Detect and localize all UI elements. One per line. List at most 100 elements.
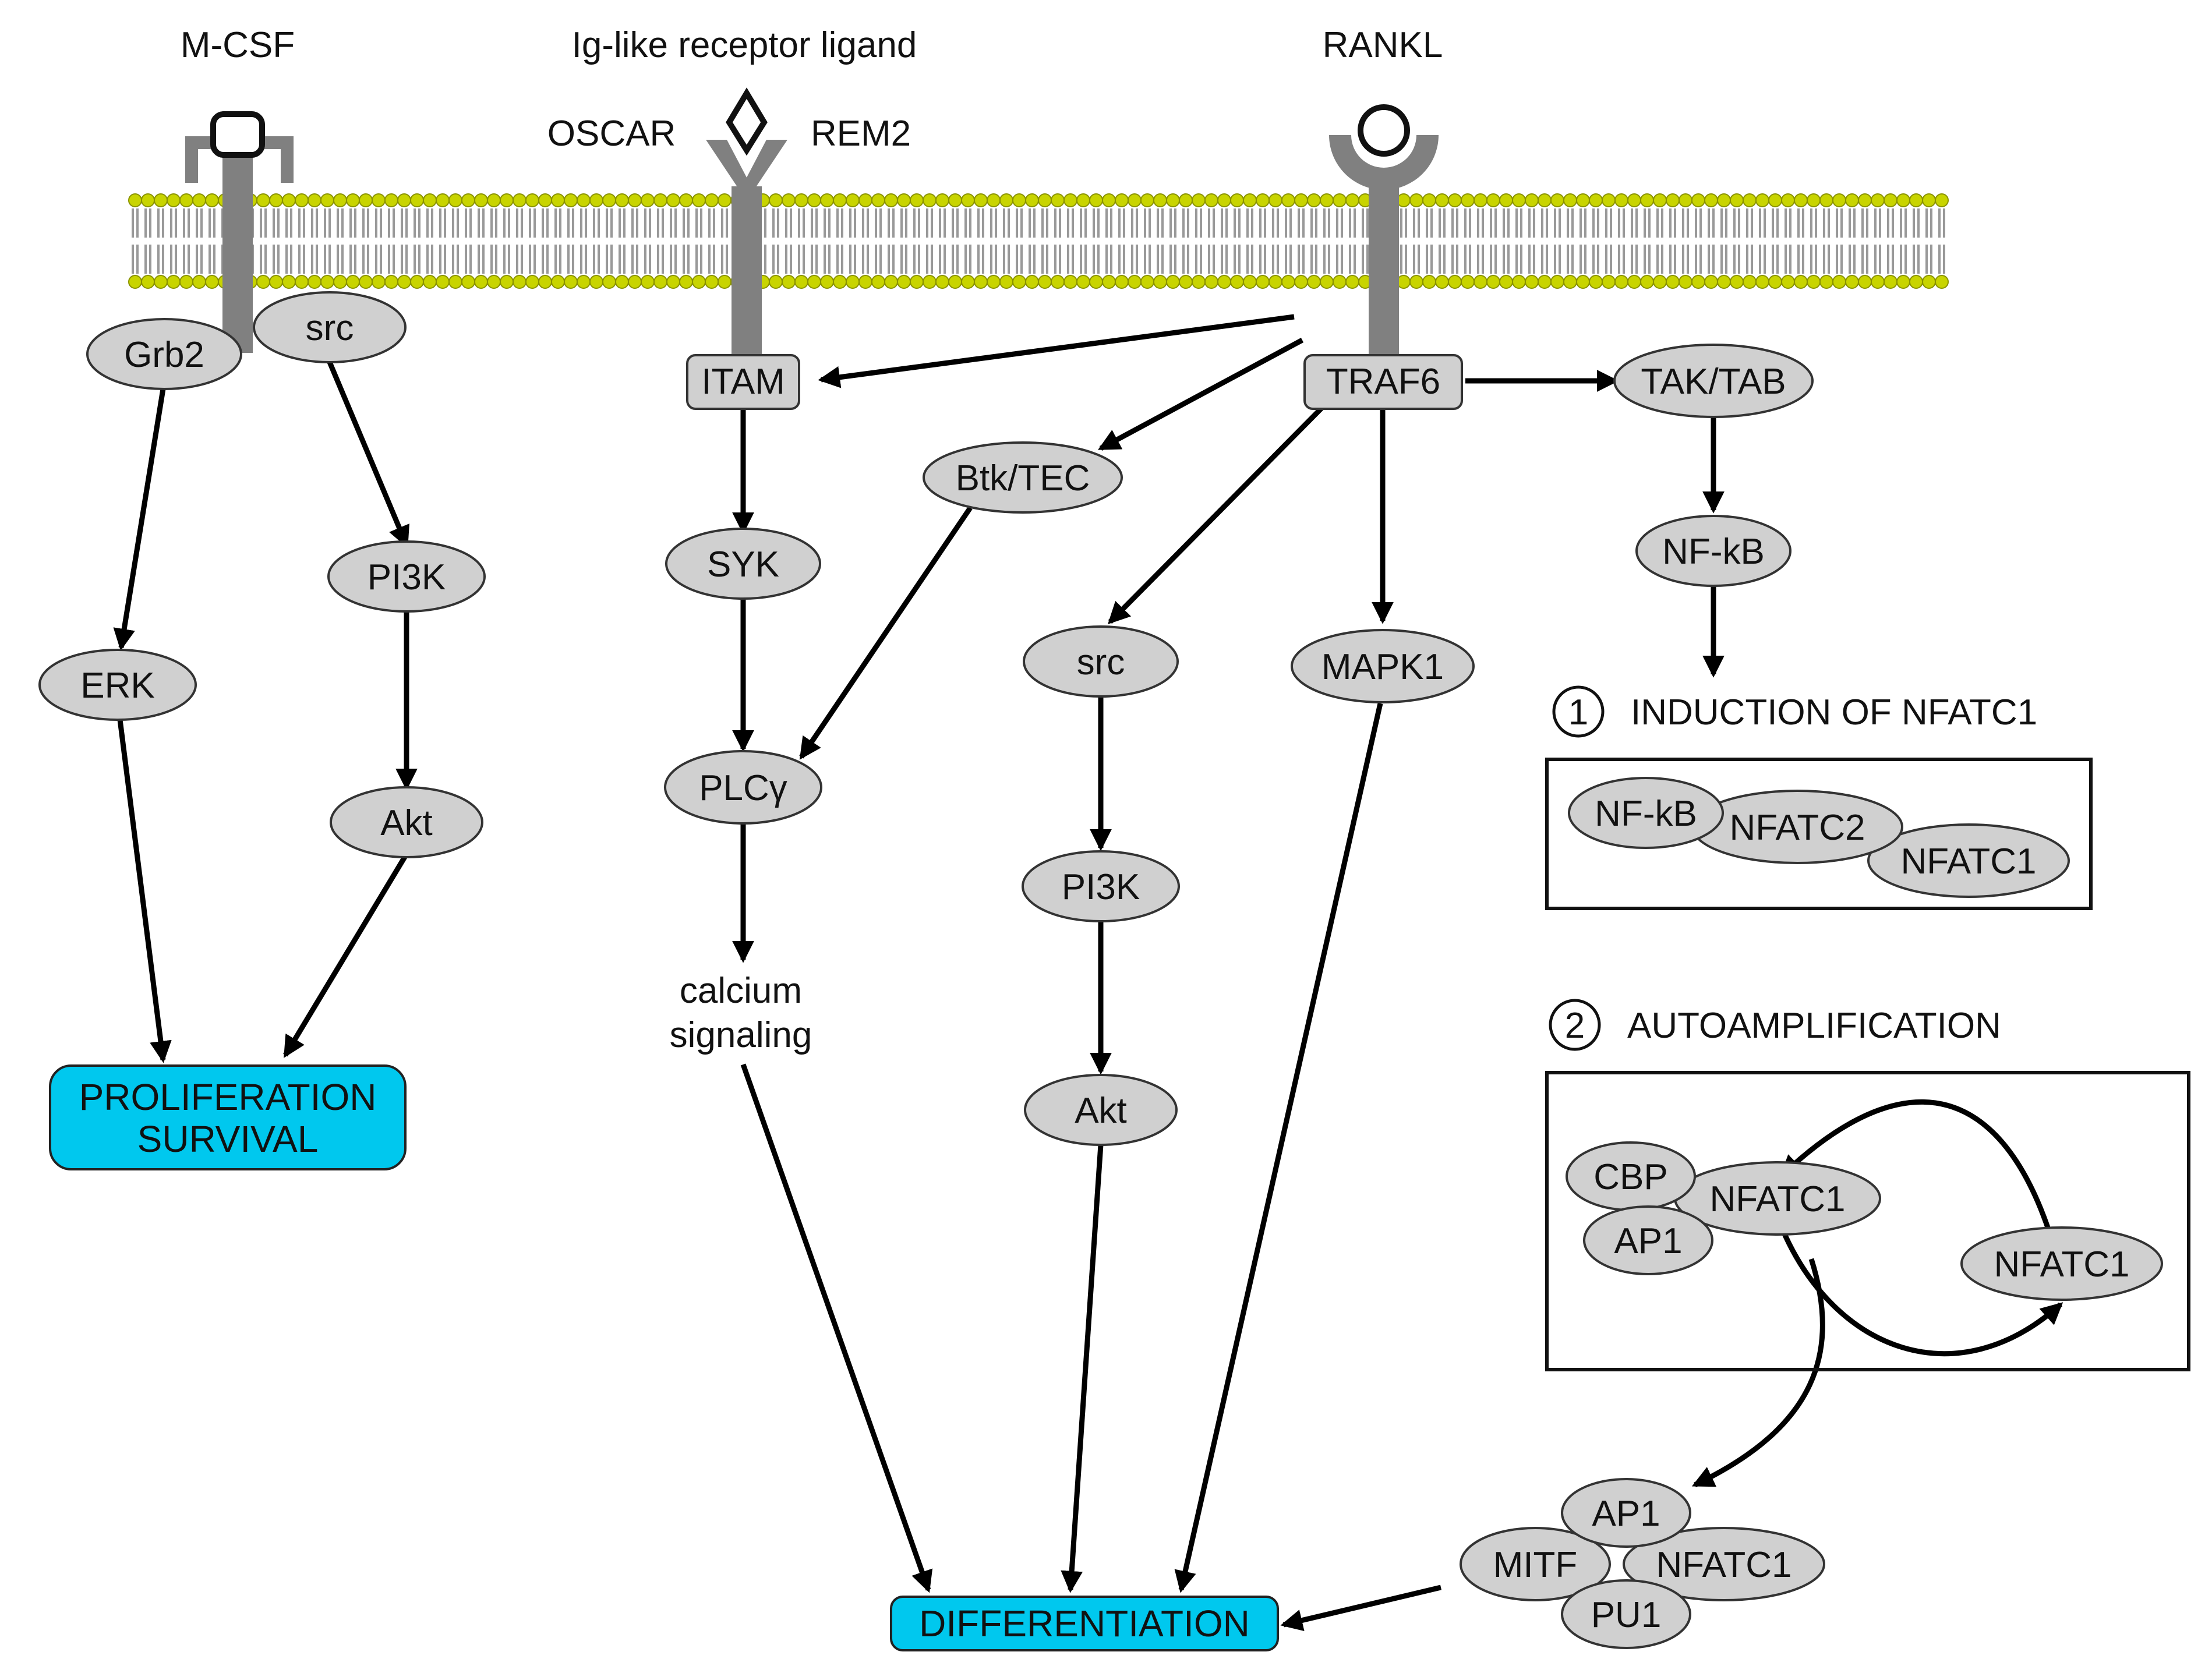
lipid-head bbox=[1666, 193, 1680, 207]
lipid-head bbox=[1832, 275, 1846, 289]
lipid-head bbox=[1025, 193, 1039, 207]
lipid-head bbox=[1550, 275, 1564, 289]
lipid-head bbox=[513, 275, 527, 289]
lipid-head bbox=[1230, 193, 1244, 207]
mcsf-label: M-CSF bbox=[181, 25, 295, 65]
box1-nfkb-label: NF-kB bbox=[1595, 794, 1697, 834]
edge-complex-differentiation bbox=[1280, 1584, 1442, 1631]
node-grb2-label: Grb2 bbox=[124, 335, 204, 375]
node-src-left-label: src bbox=[306, 308, 354, 348]
lipid-head bbox=[1768, 275, 1782, 289]
edge-src-pi3k bbox=[327, 361, 409, 549]
lipid-head bbox=[1345, 193, 1359, 207]
rem2-label: REM2 bbox=[811, 114, 911, 154]
ig-ligand-diamond-shape bbox=[726, 87, 768, 156]
lipid-head bbox=[705, 193, 719, 207]
lipid-head bbox=[128, 275, 142, 289]
node-nfkb-label: NF-kB bbox=[1662, 532, 1765, 572]
lipid-head bbox=[666, 275, 680, 289]
node-syk bbox=[665, 528, 821, 600]
lipid-head bbox=[141, 275, 155, 289]
node-akt-mid-label: Akt bbox=[1075, 1091, 1127, 1131]
outcome-differentiation bbox=[890, 1596, 1279, 1651]
node-btk-tec bbox=[923, 441, 1123, 514]
lipid-head bbox=[1627, 275, 1641, 289]
lipid-head bbox=[500, 193, 514, 207]
lipid-head bbox=[769, 275, 783, 289]
lipid-head bbox=[346, 193, 360, 207]
lipid-head bbox=[1115, 193, 1129, 207]
lipid-head bbox=[1461, 275, 1475, 289]
node-grb2 bbox=[86, 318, 242, 390]
lipid-head bbox=[1307, 193, 1321, 207]
lipid-head bbox=[1435, 275, 1449, 289]
lipid-head bbox=[551, 275, 565, 289]
node-itam bbox=[686, 354, 800, 410]
lipid-head bbox=[1179, 193, 1193, 207]
box2-title: AUTOAMPLIFICATION bbox=[1627, 1006, 2001, 1046]
box1-number: 1 bbox=[1568, 692, 1588, 733]
lipid-head bbox=[1538, 275, 1552, 289]
box1-nfkb bbox=[1568, 777, 1724, 849]
node-plcg-label: PLCγ bbox=[699, 768, 787, 808]
lipid-head bbox=[487, 275, 501, 289]
lipid-head bbox=[1192, 275, 1206, 289]
box2-nfatc1-main-label: NFATC1 bbox=[1709, 1179, 1845, 1219]
lipid-head bbox=[282, 275, 296, 289]
box2-ap1-label: AP1 bbox=[1614, 1221, 1682, 1261]
box1-nfatc2-label: NFATC2 bbox=[1729, 808, 1865, 848]
lipid-head bbox=[525, 193, 539, 207]
box1-nfatc1-label: NFATC1 bbox=[1900, 841, 2036, 882]
lipid-head bbox=[1512, 193, 1526, 207]
lipid-head bbox=[1935, 275, 1949, 289]
lipid-head bbox=[448, 275, 462, 289]
lipid-head bbox=[1768, 193, 1782, 207]
lipid-head bbox=[1525, 275, 1539, 289]
edge-nfatc1-complex bbox=[1691, 1258, 1825, 1488]
lipid-head bbox=[833, 275, 847, 289]
lipid-head bbox=[987, 275, 1001, 289]
lipid-head bbox=[1179, 275, 1193, 289]
lipid-head bbox=[1140, 275, 1154, 289]
lipid-head bbox=[461, 275, 475, 289]
lipid-head bbox=[1512, 275, 1526, 289]
cell-membrane bbox=[128, 193, 1949, 289]
box2-number: 2 bbox=[1565, 1006, 1585, 1046]
lipid-head bbox=[1268, 193, 1282, 207]
lipid-head bbox=[782, 275, 796, 289]
lipid-head bbox=[1589, 275, 1603, 289]
lipid-head bbox=[718, 193, 732, 207]
lipid-head bbox=[474, 275, 488, 289]
rank-receptor bbox=[1329, 104, 1439, 376]
lipid-head bbox=[1217, 275, 1231, 289]
lipid-head bbox=[1755, 193, 1769, 207]
lipid-head bbox=[1730, 275, 1744, 289]
lipid-head bbox=[910, 193, 924, 207]
lipid-head bbox=[718, 275, 732, 289]
lipid-head bbox=[1614, 275, 1628, 289]
lipid-head bbox=[1256, 275, 1270, 289]
lipid-head bbox=[256, 193, 270, 207]
lipid-head bbox=[1896, 193, 1910, 207]
lipid-head bbox=[1858, 193, 1872, 207]
node-pi3k-left bbox=[327, 540, 486, 613]
lipid-head bbox=[1243, 275, 1257, 289]
lipid-head bbox=[1819, 275, 1833, 289]
lipid-head bbox=[1871, 275, 1885, 289]
lipid-head bbox=[1717, 193, 1731, 207]
node-erk-label: ERK bbox=[80, 666, 154, 706]
lipid-head bbox=[833, 193, 847, 207]
lipid-head bbox=[1896, 275, 1910, 289]
lipid-head bbox=[679, 275, 693, 289]
edge-autoamp-loop-forward bbox=[1779, 1228, 2063, 1357]
lipid-head bbox=[1653, 193, 1667, 207]
lipid-head bbox=[1153, 275, 1167, 289]
lipid-head bbox=[397, 193, 411, 207]
node-mapk1 bbox=[1291, 629, 1475, 703]
lipid-head bbox=[1781, 275, 1795, 289]
lipid-head bbox=[1089, 275, 1103, 289]
calcium-signaling-line2: signaling bbox=[670, 1015, 812, 1055]
lipid-head bbox=[384, 193, 398, 207]
oscar-label: OSCAR bbox=[547, 114, 676, 154]
lipid-head bbox=[154, 193, 168, 207]
